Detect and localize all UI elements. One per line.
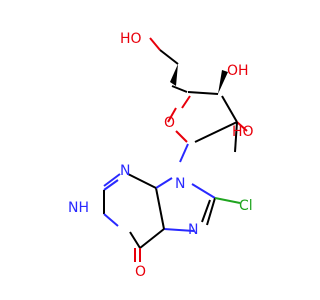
atom-ho-c2: HO <box>232 124 254 140</box>
atom-n1h: NH <box>68 200 89 216</box>
atom-n7: N <box>188 222 198 238</box>
atom-oh-right: OH <box>227 63 249 79</box>
atom-n3: N <box>120 163 130 179</box>
bond-lines <box>103 37 248 262</box>
atom-o6: O <box>135 264 146 280</box>
atom-n9: N <box>175 176 185 192</box>
atom-chlorine: Cl <box>239 198 253 214</box>
atom-ho-top: HO <box>120 31 142 47</box>
structure-diagram: HO OH O HO N N Cl NH N O <box>68 31 254 280</box>
atom-ring-oxygen: O <box>164 115 175 131</box>
